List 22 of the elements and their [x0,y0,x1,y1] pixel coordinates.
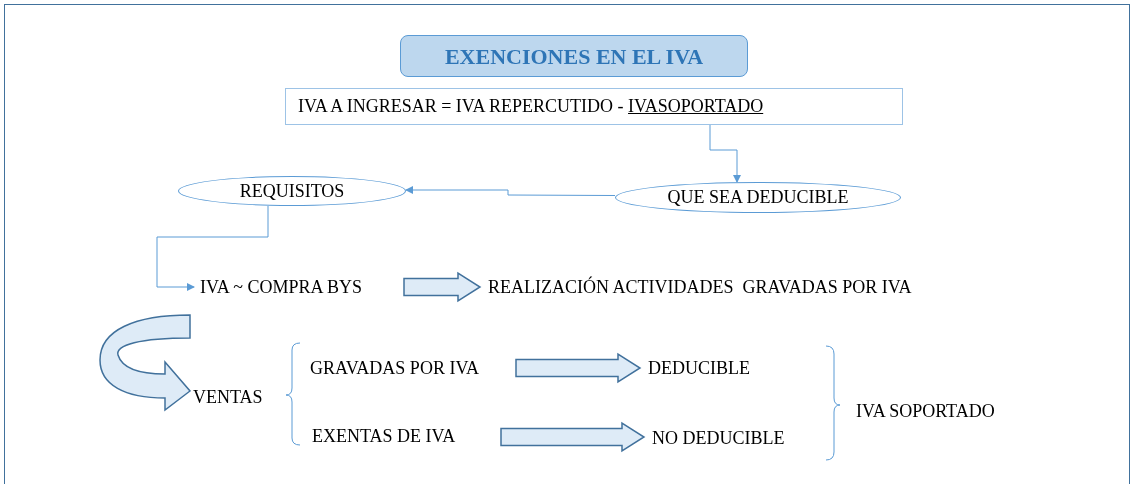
underlined-term: IVASOPORTADO [628,95,764,118]
block-arrow [403,271,482,303]
arrow [709,124,741,183]
formula-box [285,88,903,125]
node-text: GRAVADAS POR IVA [310,356,480,380]
node-text: IVA ~ COMPRA BYS [200,275,362,299]
block-arrow [515,352,642,384]
block-arrow [99,314,191,411]
node-text: VENTAS [193,385,263,409]
node-text: REALIZACIÓN ACTIVIDADES GRAVADAS POR IVA [488,275,912,299]
node-text: QUE SEA DEDUCIBLE [667,186,849,209]
arrow [405,186,616,196]
title-text: EXENCIONES EN EL IVA [444,42,704,71]
node-text: REQUISITOS [239,179,345,203]
block-arrow [500,421,646,453]
node-text: IVA SOPORTADO [856,399,995,423]
arrow [156,205,269,291]
node-text: NO DEDUCIBLE [652,426,785,450]
title-box [400,35,748,77]
formula-text: IVA A INGRESAR = IVA REPERCUTIDO - [298,95,625,118]
node-text: EXENTAS DE IVA [312,424,456,448]
node-text: DEDUCIBLE [648,356,750,380]
